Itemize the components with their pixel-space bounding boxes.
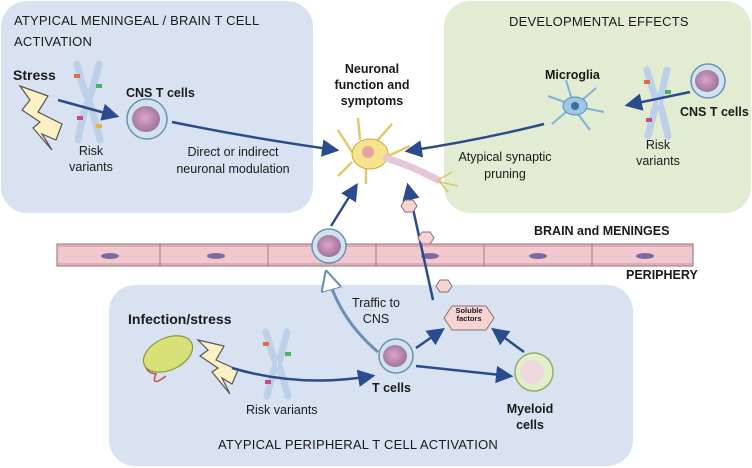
- arrow-stress-to-tcell: [57, 98, 120, 121]
- myeloid-label-1: Myeloid: [506, 402, 554, 416]
- cns-t-cells-left-label: CNS T cells: [126, 86, 195, 100]
- top-right-box: [444, 1, 751, 213]
- pruning-label-1: Atypical synaptic: [458, 150, 552, 164]
- neuronal-label-2: function and: [334, 78, 410, 92]
- lightning-icon: [18, 84, 63, 151]
- soluble-factors-line1: Soluble: [455, 306, 483, 315]
- periphery-label: PERIPHERY: [626, 268, 698, 282]
- risk-variants-right-1: Risk: [645, 138, 671, 152]
- pruning-label-2: pruning: [484, 167, 526, 181]
- bacterium-icon: [142, 335, 194, 383]
- cns-t-cells-right-label: CNS T cells: [680, 105, 749, 119]
- cns-t-cell-left: [126, 98, 168, 140]
- modulation-label-2: neuronal modulation: [176, 162, 290, 176]
- arrow-crossing-to-neuron: [329, 183, 358, 227]
- peripheral-t-cell: [378, 338, 414, 374]
- risk-variants-bottom: Risk variants: [246, 403, 318, 417]
- top-left-title-1: ATYPICAL MENINGEAL / BRAIN T CELL: [14, 13, 260, 28]
- t-cells-label: T cells: [372, 381, 411, 395]
- traffic-label-2: CNS: [362, 312, 390, 326]
- arrow-traffic-to-cns: [327, 274, 379, 354]
- arrow-myeloid-to-soluble: [491, 327, 525, 354]
- top-right-title: DEVELOPMENTAL EFFECTS: [509, 14, 689, 29]
- barrier-membrane: [56, 243, 694, 267]
- risk-variants-right-2: variants: [636, 154, 680, 168]
- stress-label: Stress: [13, 67, 56, 83]
- neuron-icon: [336, 117, 459, 193]
- myeloid-cell: [514, 352, 554, 392]
- chromosome-icon-bottom: [262, 328, 292, 400]
- soluble-factors-line2: factors: [456, 314, 482, 324]
- infection-stress-label: Infection/stress: [128, 311, 232, 327]
- brain-meninges-label: BRAIN and MENINGES: [534, 224, 670, 238]
- bottom-title: ATYPICAL PERIPHERAL T CELL ACTIVATION: [218, 437, 498, 452]
- risk-variants-left-1: Risk: [78, 144, 104, 158]
- cns-t-cell-right: [690, 63, 726, 99]
- neuronal-label-3: symptoms: [340, 94, 404, 108]
- factor-hexagons: [400, 199, 453, 293]
- soluble-factors-hexagon: [443, 305, 495, 331]
- arrow-tcell-to-soluble: [415, 328, 445, 350]
- modulation-label-1: Direct or indirect: [187, 145, 279, 159]
- arrow-infection-to-tcell: [231, 366, 376, 387]
- myeloid-label-2: cells: [516, 418, 544, 432]
- microglia-label: Microglia: [545, 68, 600, 82]
- t-cell-crossing: [311, 228, 347, 264]
- arrow-modulation: [171, 120, 340, 157]
- arrow-tcell-to-myeloid: [415, 364, 514, 384]
- lightning-icon-bottom: [196, 338, 239, 395]
- risk-variants-left-2: variants: [69, 160, 113, 174]
- arrow-tcell-to-microglia: [624, 90, 691, 111]
- traffic-label-1: Traffic to: [352, 296, 400, 310]
- microglia-icon: [547, 79, 605, 131]
- chromosome-icon: [73, 60, 104, 144]
- arrow-pruning: [404, 122, 545, 158]
- top-left-title-2: ACTIVATION: [14, 34, 93, 49]
- chromosome-icon-right: [643, 66, 672, 140]
- neuronal-label-1: Neuronal: [344, 62, 400, 76]
